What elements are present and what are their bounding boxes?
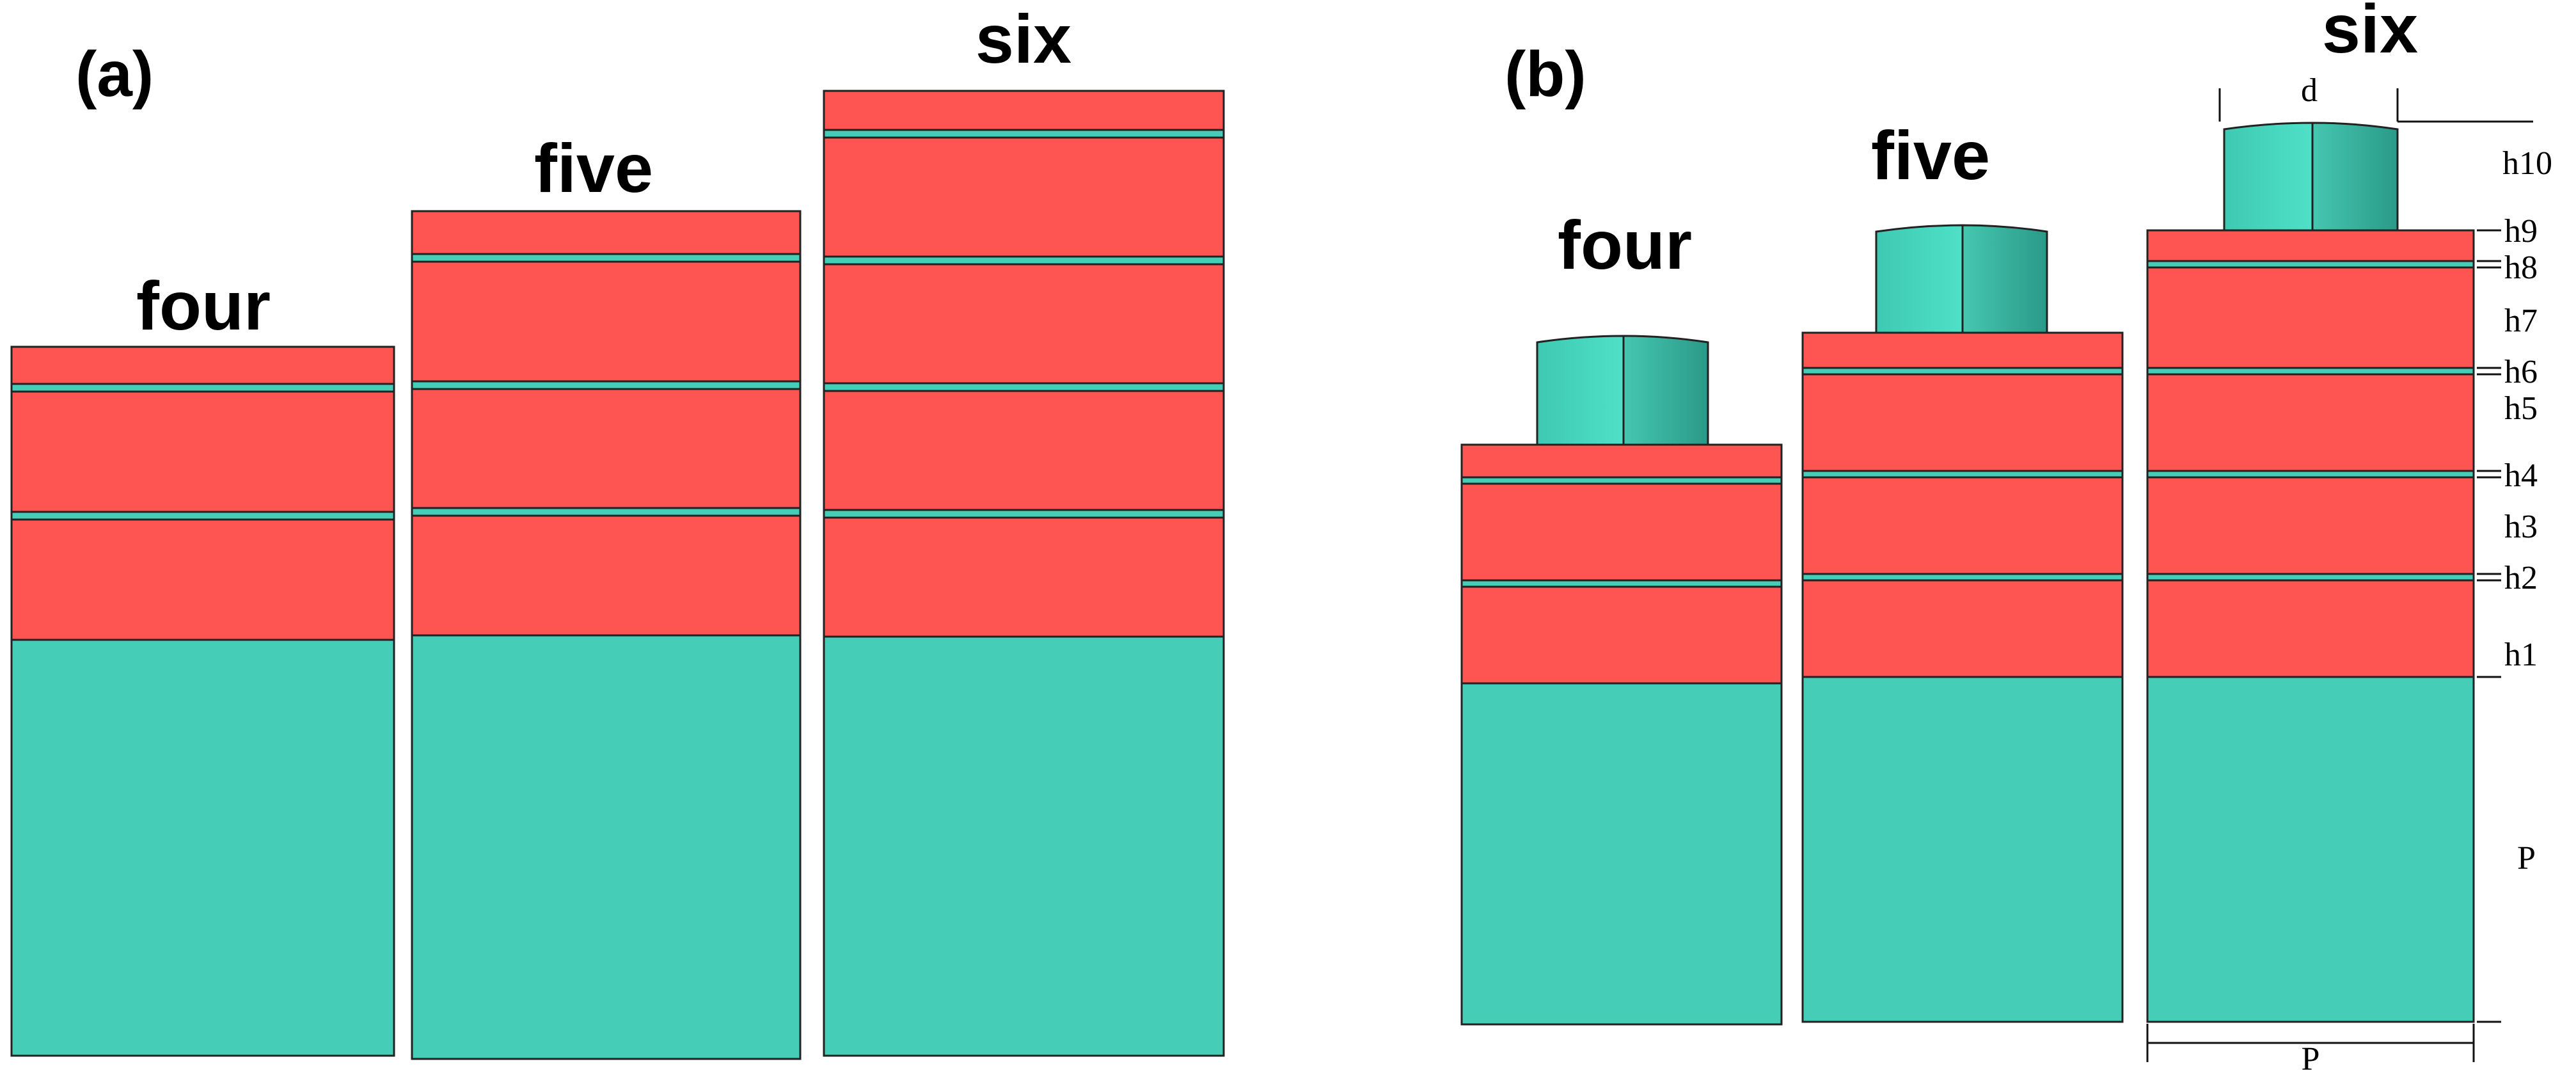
substrate-layer: [1460, 682, 1783, 1026]
thin-layer: [823, 509, 1225, 519]
dim-label-h8: h8: [2504, 250, 2538, 286]
panel-b-stack-four: [1460, 335, 1783, 1026]
thin-layer: [10, 383, 395, 393]
red-layer: [10, 518, 395, 641]
red-layer: [10, 390, 395, 513]
red-layer: [411, 514, 802, 637]
panel-b-title-six: six: [2322, 0, 2418, 67]
dim-label-h2: h2: [2504, 560, 2538, 596]
substrate-layer: [823, 635, 1225, 1057]
panel-a-title-six: six: [976, 0, 1071, 77]
thin-layer: [823, 382, 1225, 392]
cylinder-pillar: [1536, 335, 1709, 446]
panel-a-title-four: four: [136, 267, 271, 344]
thin-layer: [823, 129, 1225, 139]
panel-a-title-five: five: [534, 129, 653, 207]
red-layer: [1801, 331, 2124, 369]
panel-a-stack-four: [10, 346, 395, 1057]
panel-a-stack-five: [411, 210, 802, 1060]
red-layer: [1801, 373, 2124, 472]
dim-label-p-horizontal: P: [2302, 1041, 2320, 1073]
dim-label-h1: h1: [2504, 637, 2538, 673]
red-layer: [2146, 229, 2475, 262]
panel-b-stack-six: [2146, 122, 2475, 1023]
thin-layer: [10, 511, 395, 521]
red-layer: [1460, 585, 1783, 685]
dim-label-h7: h7: [2504, 303, 2538, 339]
red-layer: [823, 136, 1225, 258]
dim-label-h4: h4: [2504, 457, 2538, 494]
thin-layer: [411, 507, 802, 517]
red-layer: [823, 390, 1225, 511]
red-layer: [411, 210, 802, 255]
panel-b-label: (b): [1505, 38, 1586, 110]
substrate-layer: [1801, 676, 2124, 1023]
cylinder-pillar: [1875, 224, 2048, 334]
panel-b-title-five: five: [1871, 116, 1990, 194]
red-layer: [823, 516, 1225, 638]
red-layer: [1460, 443, 1783, 479]
red-layer: [1801, 476, 2124, 575]
thin-layer: [411, 380, 802, 390]
dim-label-h9: h9: [2504, 213, 2538, 250]
panel-a-label: (a): [75, 38, 154, 110]
thin-layer: [823, 255, 1225, 266]
red-layer: [823, 263, 1225, 385]
panel-b-title-four: four: [1558, 206, 1692, 283]
red-layer: [411, 388, 802, 509]
dim-label-h6: h6: [2504, 354, 2538, 390]
dim-label-h5: h5: [2504, 390, 2538, 427]
substrate-layer: [411, 634, 802, 1060]
dim-label-p-vertical: P: [2517, 840, 2536, 877]
substrate-layer: [2146, 676, 2475, 1023]
red-layer: [1460, 482, 1783, 582]
red-layer: [2146, 373, 2475, 472]
red-layer: [2146, 266, 2475, 369]
red-layer: [10, 346, 395, 385]
red-layer: [823, 90, 1225, 131]
panel-b-stack-five: [1801, 224, 2124, 1023]
red-layer: [2146, 476, 2475, 575]
dimension-annotations: d h10 h9 h8 h7 h6 h5 h4 h3 h2 h1 P P: [2146, 72, 2552, 1073]
dim-label-h10: h10: [2502, 145, 2552, 182]
thin-layer: [411, 253, 802, 263]
dim-label-d: d: [2301, 72, 2318, 109]
substrate-layer: [10, 639, 395, 1057]
dim-label-h3: h3: [2504, 509, 2538, 545]
cylinder-pillar: [2223, 122, 2399, 232]
red-layer: [411, 260, 802, 383]
red-layer: [2146, 579, 2475, 678]
red-layer: [1801, 579, 2124, 678]
panel-a-stack-six: [823, 90, 1225, 1057]
